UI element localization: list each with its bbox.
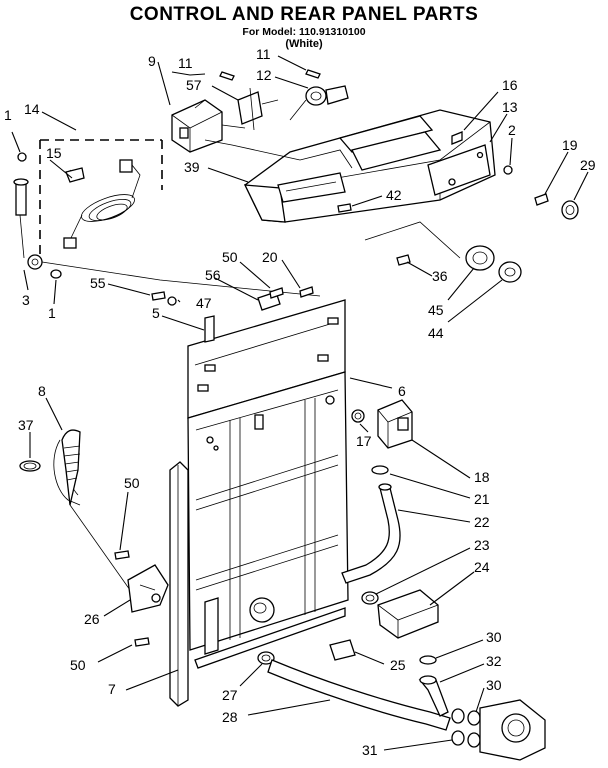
callout-47: 47 <box>196 295 212 311</box>
callout-30-low: 30 <box>486 677 502 693</box>
pump-hose <box>257 651 451 731</box>
pressure-switch <box>289 85 349 121</box>
callout-12: 12 <box>256 67 272 83</box>
callout-37: 37 <box>18 417 34 433</box>
callout-13: 13 <box>502 99 518 115</box>
callout-18: 18 <box>474 469 490 485</box>
color-variant: (White) <box>285 38 323 50</box>
callout-29: 29 <box>580 157 596 173</box>
callout-11-left: 11 <box>178 55 193 71</box>
callout-19: 19 <box>562 137 578 153</box>
callout-27: 27 <box>222 687 238 703</box>
screw-11 <box>219 69 321 81</box>
wiring-harness-box <box>39 139 163 255</box>
callout-39: 39 <box>184 159 200 175</box>
callout-1-top: 1 <box>4 107 12 123</box>
screw-42 <box>337 203 352 213</box>
callout-16: 16 <box>502 77 518 93</box>
callout-6: 6 <box>398 383 406 399</box>
callout-14: 14 <box>24 101 40 117</box>
drain-hose <box>19 429 131 591</box>
callout-22: 22 <box>474 514 490 530</box>
callout-30-top: 30 <box>486 629 502 645</box>
hose-bracket <box>377 589 439 639</box>
callout-24: 24 <box>474 559 490 575</box>
fill-hose <box>341 483 401 605</box>
callout-25: 25 <box>390 657 406 673</box>
callout-8: 8 <box>38 383 46 399</box>
callout-50-low: 50 <box>70 657 86 673</box>
callout-labels: 9 11 11 12 57 16 13 2 19 29 39 42 36 45 … <box>4 46 596 758</box>
water-valve <box>351 399 413 475</box>
callout-44: 44 <box>428 325 444 341</box>
callout-50-top: 50 <box>222 249 238 265</box>
callout-20: 20 <box>262 249 278 265</box>
callout-36: 36 <box>432 268 448 284</box>
callout-50-mid: 50 <box>124 475 140 491</box>
callout-56: 56 <box>205 267 221 283</box>
callout-26: 26 <box>84 611 100 627</box>
timer <box>171 99 301 161</box>
callout-55: 55 <box>90 275 106 291</box>
callout-15: 15 <box>46 145 62 161</box>
callout-21: 21 <box>474 491 490 507</box>
water-level-switch <box>364 221 522 283</box>
control-console <box>243 109 496 223</box>
callout-1-bottom: 1 <box>48 305 56 321</box>
callout-28: 28 <box>222 709 238 725</box>
rear-panel <box>151 286 356 707</box>
callout-2: 2 <box>508 122 516 138</box>
callout-9: 9 <box>148 53 156 69</box>
leader-lines <box>11 55 589 751</box>
callout-45: 45 <box>428 302 444 318</box>
small-hardware <box>451 131 513 175</box>
inlet-hose <box>13 152 321 297</box>
switch <box>237 87 279 131</box>
callout-3: 3 <box>22 292 30 308</box>
drain-pump-bracket <box>114 550 169 647</box>
callout-57: 57 <box>186 77 202 93</box>
model-number: For Model: 110.91310100 <box>242 26 366 38</box>
diagram-title: CONTROL AND REAR PANEL PARTS <box>129 4 479 25</box>
callout-11-right: 11 <box>256 46 271 62</box>
callout-32: 32 <box>486 653 502 669</box>
callout-7: 7 <box>108 681 116 697</box>
callout-42: 42 <box>386 187 402 203</box>
water-pump <box>418 655 546 761</box>
callout-5: 5 <box>152 305 160 321</box>
callout-23: 23 <box>474 537 490 553</box>
callout-31: 31 <box>362 742 378 758</box>
knob-and-clip <box>534 193 579 220</box>
callout-17: 17 <box>356 433 372 449</box>
